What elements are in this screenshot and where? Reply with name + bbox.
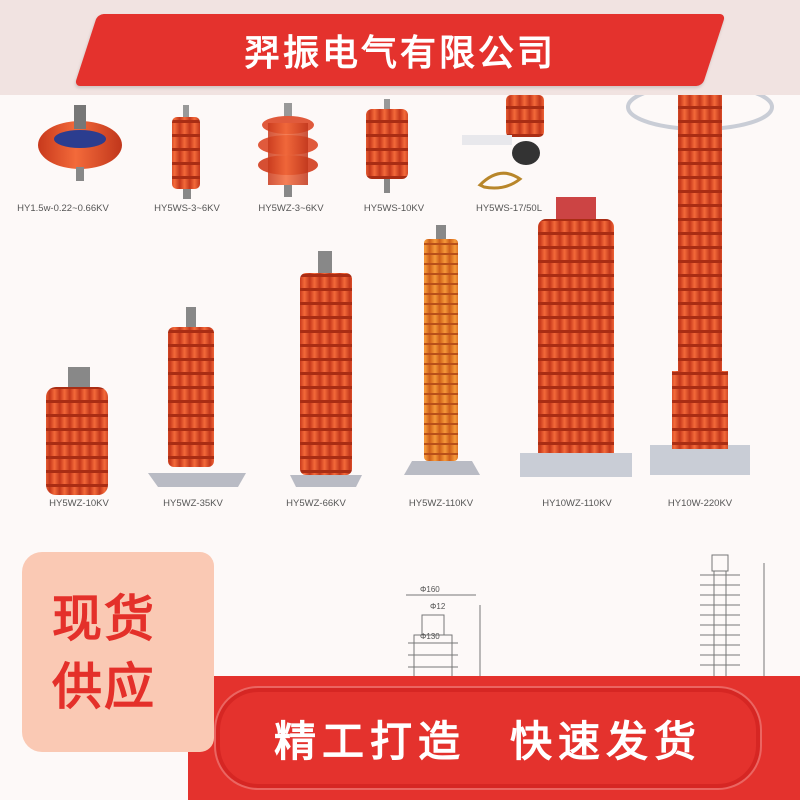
product-caption: HY5WZ-110KV (408, 498, 474, 509)
dim-label-2: Φ12 (430, 602, 446, 611)
arrester-5 (462, 95, 544, 190)
product-caption: HY10WZ-110KV (542, 498, 612, 509)
arrester-11 (520, 197, 632, 477)
arrester-8 (626, 95, 774, 475)
stock-badge (22, 552, 214, 752)
arrester-10 (404, 225, 480, 475)
stock-badge-text: 现货 供应 (52, 585, 192, 721)
technical-drawing-2 (700, 554, 765, 685)
arrester-4 (366, 99, 408, 193)
product-caption: HY10W-220KV (667, 498, 733, 509)
product-caption: HY5WZ-35KV (163, 498, 223, 509)
dim-label-1: Φ160 (420, 585, 440, 594)
stock-badge-line-1: 现货 (52, 590, 156, 648)
product-caption: HY1.5w-0.22~0.66KV (17, 203, 109, 214)
product-caption: HY5WZ-66KV (286, 498, 346, 509)
stock-badge-line-2: 供应 (52, 658, 156, 716)
arrester-7 (148, 307, 246, 487)
product-caption: HY5WZ-10KV (49, 498, 109, 509)
dim-label-3: Φ130 (420, 632, 440, 641)
slogan-box: 精工打造 快速发货 (214, 686, 762, 790)
arrester-6 (46, 367, 108, 495)
slogan-left: 精工打造 (273, 716, 466, 766)
product-caption: HY5WS-17/50L (475, 203, 542, 214)
arrester-2 (172, 105, 200, 199)
arrester-9 (290, 251, 362, 487)
product-caption: HY5WS-3~6KV (154, 203, 220, 214)
slogan-right: 快速发货 (510, 716, 703, 766)
arrester-1 (38, 105, 122, 181)
product-caption: HY5WZ-3~6KV (258, 203, 324, 214)
arrester-3 (258, 103, 318, 197)
company-name: 羿振电气有限公司 (243, 33, 556, 74)
product-caption: HY5WS-10KV (363, 203, 425, 214)
